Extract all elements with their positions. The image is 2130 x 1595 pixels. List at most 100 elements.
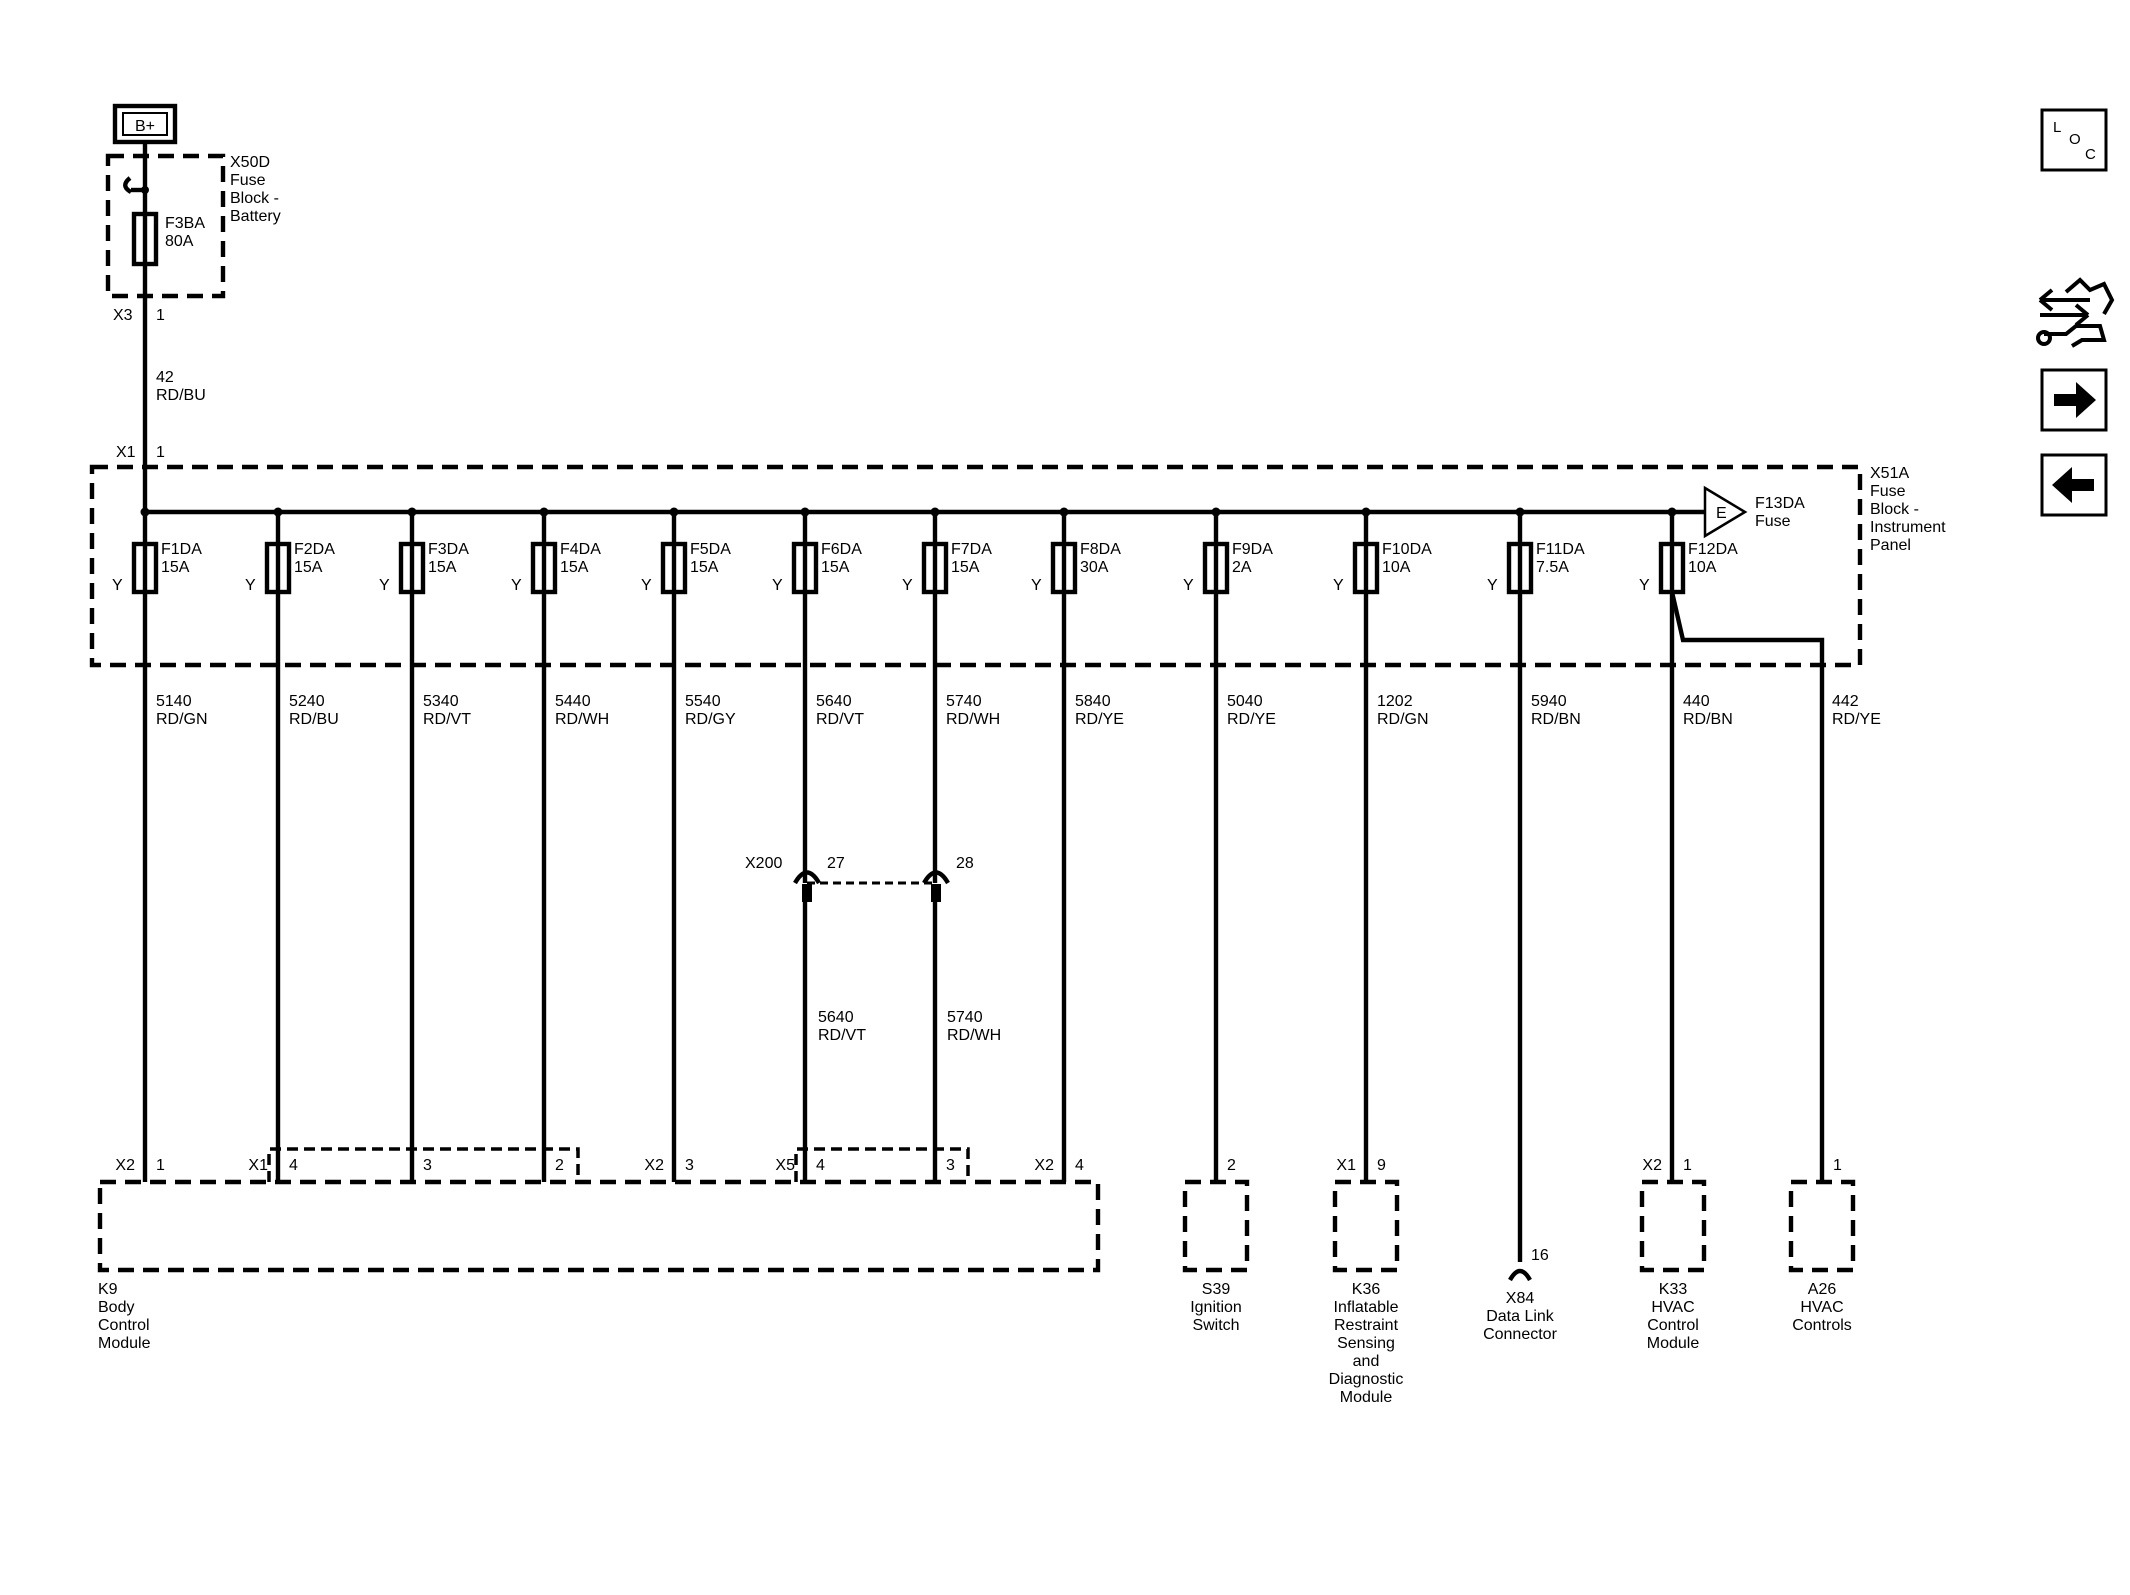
fuse-terminal-label: Y [379, 577, 390, 594]
x51a-outline [89, 464, 1863, 668]
fuse-name-label: F7DA [951, 541, 992, 558]
fuse-name-label: F6DA [821, 541, 862, 558]
x50d-label-1: X50D [230, 154, 270, 171]
component-connector-label: X2 [115, 1157, 135, 1174]
fuse-rating-label: 15A [690, 559, 719, 576]
fuse-rating-label: 7.5A [1536, 559, 1569, 576]
fuse-f3ba-rating: 80A [165, 233, 194, 250]
wire-442-circuit: 442 [1832, 693, 1859, 710]
x1-pin-label: 1 [156, 444, 165, 461]
wire-color-label: RD/VT [423, 711, 471, 728]
fuse-f10da-body [1352, 541, 1380, 595]
x51a-label-2: Fuse [1870, 483, 1906, 500]
s39-label-2: Ignition [1190, 1299, 1242, 1316]
k9-label-1: K9 [98, 1281, 118, 1298]
wire-5640-lower-color: RD/VT [818, 1027, 866, 1044]
fuse-rating-label: 10A [1382, 559, 1411, 576]
next-page-button[interactable] [2040, 368, 2108, 432]
x84-label-2: Data Link [1486, 1308, 1555, 1325]
previous-page-button[interactable] [2040, 453, 2108, 517]
k33-label-4: Module [1647, 1335, 1700, 1352]
x200-female-28 [922, 870, 950, 885]
wire-circuit-label: 5440 [555, 693, 591, 710]
fuse-rating-label: 2A [1232, 559, 1252, 576]
x84-label-1: X84 [1506, 1290, 1535, 1307]
fuse-terminal-label: Y [245, 577, 256, 594]
fuse-terminal-label: Y [772, 577, 783, 594]
a26-label-3: Controls [1792, 1317, 1852, 1334]
fuse-f8da-body [1050, 541, 1078, 595]
s39-label-3: Switch [1192, 1317, 1239, 1334]
fuse-f2da-body [264, 541, 292, 595]
wire-color-label: RD/GY [685, 711, 736, 728]
fuse-f3ba-name: F3BA [165, 215, 205, 232]
fuse-terminal-label: Y [1183, 577, 1194, 594]
wire-color-label: RD/YE [1227, 711, 1276, 728]
k9-label-2: Body [98, 1299, 134, 1316]
wire-circuit-label: 5940 [1531, 693, 1567, 710]
wire-circuit-label: 5240 [289, 693, 325, 710]
fuse-terminal-label: Y [511, 577, 522, 594]
inline-connector-x200: X200 27 28 5640 RD/VT 5740 RD/WH [745, 855, 1001, 1044]
x50d-label-2: Fuse [230, 172, 266, 189]
component-pin-label: 3 [946, 1157, 955, 1174]
component-pin-label: 3 [423, 1157, 432, 1174]
fuse-f13da-marker: E [1716, 505, 1727, 522]
component-pin-label: 2 [555, 1157, 564, 1174]
wire-color-label: RD/BN [1531, 711, 1581, 728]
component-pin-label: 1 [1683, 1157, 1692, 1174]
fuse-name-label: F4DA [560, 541, 601, 558]
k36-outline [1332, 1179, 1400, 1273]
component-x84: X84 Data Link Connector [1483, 1268, 1558, 1343]
loc-letter-o: O [2069, 131, 2081, 148]
fuse-terminal-label: Y [112, 577, 123, 594]
x51a-label-3: Block - [1870, 501, 1919, 518]
k36-label-2: Inflatable [1334, 1299, 1399, 1316]
x50d-outline [105, 153, 226, 299]
k36-label-3: Restraint [1334, 1317, 1399, 1334]
x3-connector-label: X3 [113, 307, 133, 324]
bus-junction-dot [539, 507, 549, 517]
connector-repair-icon[interactable] [2036, 277, 2115, 348]
fuse-rating-label: 10A [1688, 559, 1717, 576]
x51a-label-1: X51A [1870, 465, 1909, 482]
fuse-terminal-label: Y [1031, 577, 1042, 594]
fuse-rating-label: 15A [560, 559, 589, 576]
k9-x1-connector-outline [267, 1147, 580, 1182]
wire-circuit-label: 5740 [946, 693, 982, 710]
s39-outline [1182, 1179, 1250, 1273]
component-pin-label: 4 [289, 1157, 298, 1174]
component-connector-label: X1 [248, 1157, 268, 1174]
bus-junction-dot [930, 507, 940, 517]
component-pin-label: 3 [685, 1157, 694, 1174]
fuse-f3ba [131, 211, 159, 267]
wire-circuit-label: 5540 [685, 693, 721, 710]
location-view-button[interactable]: L O C [2040, 108, 2108, 172]
wire-circuit-label: 5340 [423, 693, 459, 710]
fuse-name-label: F1DA [161, 541, 202, 558]
x1-connector-label: X1 [116, 444, 136, 461]
fuse-rating-label: 15A [294, 559, 323, 576]
loc-letter-c: C [2085, 146, 2096, 163]
fuse-f13da-label: Fuse [1755, 513, 1791, 530]
fuse-terminal-label: Y [902, 577, 913, 594]
fuse-rating-label: 30A [1080, 559, 1109, 576]
fuse-name-label: F9DA [1232, 541, 1273, 558]
component-k36: K36 Inflatable Restraint Sensing and Dia… [1329, 1179, 1403, 1406]
a26-label-2: HVAC [1800, 1299, 1843, 1316]
fuse-name-label: F11DA [1536, 541, 1585, 558]
fuse-block-instrument-panel: X1 1 X51A Fuse Block - Instrument Panel … [89, 444, 1946, 1182]
fuse-name-label: F2DA [294, 541, 335, 558]
fuse-f13da-symbol [1703, 485, 1748, 539]
fuse-block-battery: F3BA 80A X50D Fuse Block - Battery X3 1 … [105, 153, 281, 404]
bus-junction-dot [1059, 507, 1069, 517]
component-pin-label: 1 [156, 1157, 165, 1174]
fuse-name-label: F3DA [428, 541, 469, 558]
b-plus-label: B+ [135, 118, 155, 135]
fuse-f13da-name: F13DA [1755, 495, 1805, 512]
component-pin-label: 16 [1531, 1247, 1549, 1264]
wire-color-label: RD/YE [1075, 711, 1124, 728]
